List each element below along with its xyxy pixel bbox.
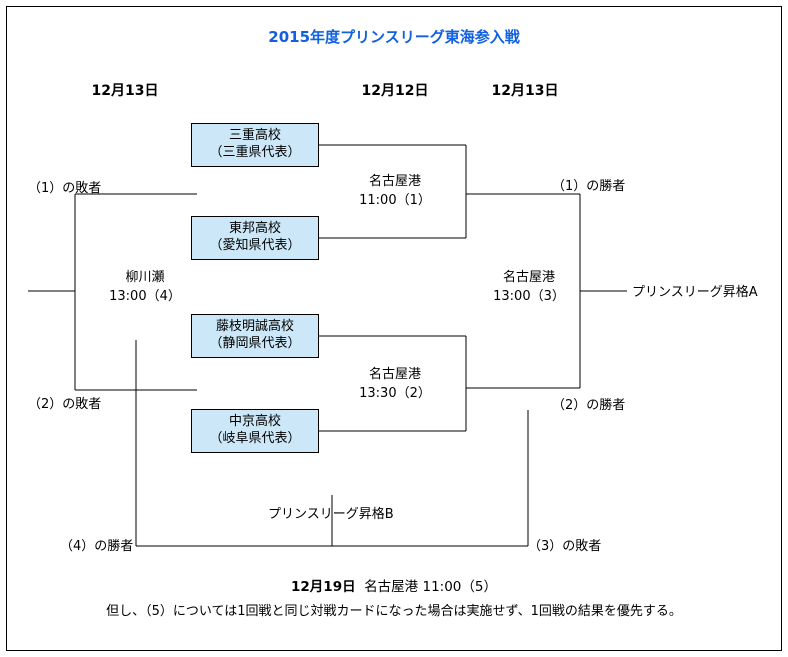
match-2: 名古屋港 13:30（2） bbox=[330, 366, 460, 404]
label-winner-4: （4）の勝者 bbox=[60, 539, 134, 554]
footer-final-match: 12月19日 名古屋港 11:00（5） bbox=[0, 575, 788, 595]
date-header-center: 12月12日 bbox=[361, 83, 429, 99]
label-loser-2: （2）の敗者 bbox=[28, 397, 102, 412]
label-winner-1: （1）の勝者 bbox=[552, 179, 626, 194]
team-region: （三重県代表） bbox=[209, 145, 301, 160]
team-name: 東邦高校 bbox=[228, 221, 281, 237]
match-venue: 名古屋港 bbox=[368, 174, 421, 189]
match-3: 名古屋港 13:00（3） bbox=[464, 269, 594, 307]
page-border bbox=[6, 6, 782, 651]
date-header-right: 12月13日 bbox=[491, 83, 559, 99]
date-header-left: 12月13日 bbox=[91, 83, 159, 99]
match-venue: 名古屋港 bbox=[502, 270, 555, 285]
match-detail: 13:00（3） bbox=[493, 288, 565, 304]
team-name: 中京高校 bbox=[228, 414, 281, 430]
match-detail: 13:00（4） bbox=[109, 288, 181, 304]
footer-venue-time: 名古屋港 11:00（5） bbox=[364, 579, 497, 595]
team-region: （岐阜県代表） bbox=[209, 431, 301, 446]
team-box-fujieda[interactable]: 藤枝明誠高校 （静岡県代表） bbox=[191, 314, 319, 358]
footer-date: 12月19日 bbox=[291, 579, 356, 595]
team-region: （愛知県代表） bbox=[209, 238, 301, 253]
match-1: 名古屋港 11:00（1） bbox=[330, 173, 460, 211]
team-box-chukyo[interactable]: 中京高校 （岐阜県代表） bbox=[191, 409, 319, 453]
team-name: 藤枝明誠高校 bbox=[215, 319, 294, 335]
promotion-label-a: プリンスリーグ昇格A bbox=[632, 285, 758, 300]
label-loser-1: （1）の敗者 bbox=[28, 181, 102, 196]
team-box-mie[interactable]: 三重高校 （三重県代表） bbox=[191, 123, 319, 167]
match-venue: 柳川瀬 bbox=[125, 270, 165, 285]
team-name: 三重高校 bbox=[228, 128, 281, 144]
footer-note: 但し、（5）については1回戦と同じ対戦カードになった場合は実施せず、1回戦の結果… bbox=[106, 604, 682, 619]
label-winner-2: （2）の勝者 bbox=[552, 398, 626, 413]
label-loser-3: （3）の敗者 bbox=[528, 539, 602, 554]
team-box-toho[interactable]: 東邦高校 （愛知県代表） bbox=[191, 216, 319, 260]
team-region: （静岡県代表） bbox=[209, 336, 301, 351]
match-venue: 名古屋港 bbox=[368, 367, 421, 382]
page-title: 2015年度プリンスリーグ東海参入戦 bbox=[268, 28, 520, 46]
promotion-label-b: プリンスリーグ昇格B bbox=[268, 507, 394, 522]
match-4: 柳川瀬 13:00（4） bbox=[80, 269, 210, 307]
match-detail: 11:00（1） bbox=[359, 192, 431, 208]
match-detail: 13:30（2） bbox=[359, 385, 431, 401]
